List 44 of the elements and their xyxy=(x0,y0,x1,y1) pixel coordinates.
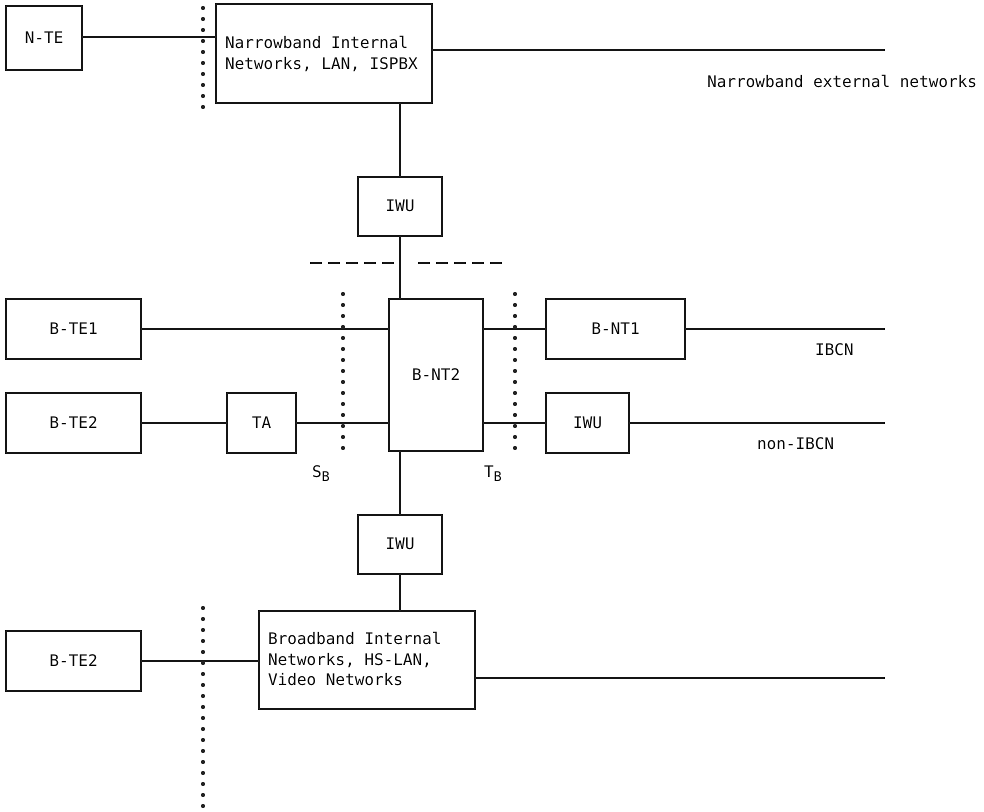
box-label: IWU xyxy=(386,534,414,555)
process-box xyxy=(5,5,83,71)
network-label: Narrowband external networks xyxy=(706,72,978,93)
connector-line xyxy=(399,104,401,176)
box-label: B-TE1 xyxy=(49,318,98,340)
process-box xyxy=(388,298,484,452)
process-box xyxy=(215,3,433,104)
process-box xyxy=(545,392,630,454)
connector-line xyxy=(142,328,388,330)
box-label: B-NT1 xyxy=(591,318,640,340)
connector-line xyxy=(297,422,388,424)
connector-line xyxy=(476,677,885,679)
connector-line xyxy=(686,328,885,330)
box-label: B-TE2 xyxy=(49,650,98,672)
process-box xyxy=(357,514,443,575)
connector-line xyxy=(433,49,885,51)
connector-line xyxy=(83,36,215,38)
reference-label: T$_{B}$ xyxy=(484,462,502,486)
process-box xyxy=(357,176,443,237)
process-box xyxy=(5,298,142,360)
connector-line xyxy=(484,422,545,424)
box-label: IWU xyxy=(386,196,414,217)
box-label: N-TE xyxy=(24,28,64,48)
reference-label: IBCN xyxy=(815,340,854,361)
connector-line xyxy=(142,660,258,662)
connector-line xyxy=(142,422,226,424)
reference-label: S$_{B}$ xyxy=(312,462,330,486)
process-box xyxy=(5,392,142,454)
box-label: Narrowband Internal Networks, LAN, ISPBX xyxy=(225,32,419,74)
reference-label: non-IBCN xyxy=(757,434,834,455)
connector-line xyxy=(399,237,401,298)
process-box xyxy=(545,298,686,360)
connector-line xyxy=(399,452,401,514)
box-label: B-NT2 xyxy=(412,364,460,386)
process-box xyxy=(5,630,142,692)
box-label: IWU xyxy=(573,412,602,434)
box-label: TA xyxy=(252,412,272,434)
box-label: B-TE2 xyxy=(49,412,98,434)
connector-line xyxy=(630,422,885,424)
box-label: Broadband Internal Networks, HS-LAN, Video Networks xyxy=(268,628,442,692)
connector-line xyxy=(399,575,401,610)
connector-line xyxy=(484,328,545,330)
process-box xyxy=(226,392,297,454)
process-box xyxy=(258,610,476,710)
